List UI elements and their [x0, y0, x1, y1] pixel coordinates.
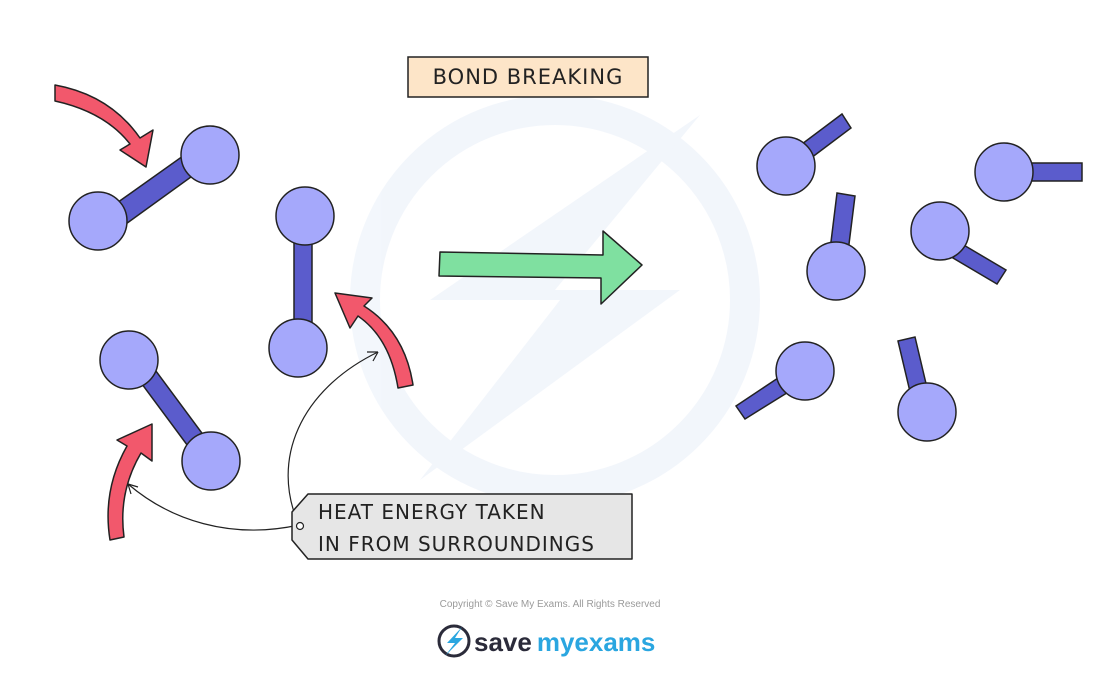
- atom: [181, 431, 241, 491]
- atom: [268, 318, 328, 378]
- brand-save: save: [474, 627, 532, 657]
- atom: [275, 186, 335, 246]
- molecule-intact-2: [268, 186, 335, 378]
- brand-exams: exams: [574, 627, 655, 657]
- atom: [68, 191, 128, 251]
- fragment-6: [897, 336, 957, 442]
- molecule-intact-3: [99, 330, 241, 491]
- fragment-1: [756, 112, 853, 196]
- atom: [180, 125, 240, 185]
- bond: [1029, 162, 1083, 182]
- lightning-logo-icon: [437, 624, 471, 658]
- fragment-3: [806, 192, 866, 301]
- heat-arrow-1: [54, 84, 154, 168]
- copyright-text: Copyright © Save My Exams. All Rights Re…: [440, 599, 661, 610]
- atom: [99, 330, 159, 390]
- fragment-2: [974, 142, 1083, 202]
- atom: [775, 341, 835, 401]
- title-box: BOND BREAKING: [407, 56, 649, 98]
- title-text: BOND BREAKING: [433, 65, 624, 89]
- brand-my: my: [537, 627, 575, 657]
- atom: [806, 241, 866, 301]
- heat-arrow-3: [107, 423, 153, 541]
- reaction-arrow: [438, 230, 643, 305]
- atom: [897, 382, 957, 442]
- label-pointers: [127, 351, 379, 531]
- fragment-4: [910, 201, 1008, 286]
- bond: [293, 234, 313, 328]
- heat-arrow-2: [334, 292, 414, 389]
- label-line-2: IN FROM SURROUNDINGS: [318, 532, 595, 556]
- atom: [756, 136, 816, 196]
- watermark-icon: [350, 95, 760, 505]
- molecule-intact-1: [68, 125, 240, 251]
- atom: [974, 142, 1034, 202]
- heat-energy-label: HEAT ENERGY TAKEN IN FROM SURROUNDINGS: [291, 493, 633, 560]
- fragment-5: [734, 341, 835, 421]
- label-line-1: HEAT ENERGY TAKEN: [318, 500, 546, 524]
- atom: [910, 201, 970, 261]
